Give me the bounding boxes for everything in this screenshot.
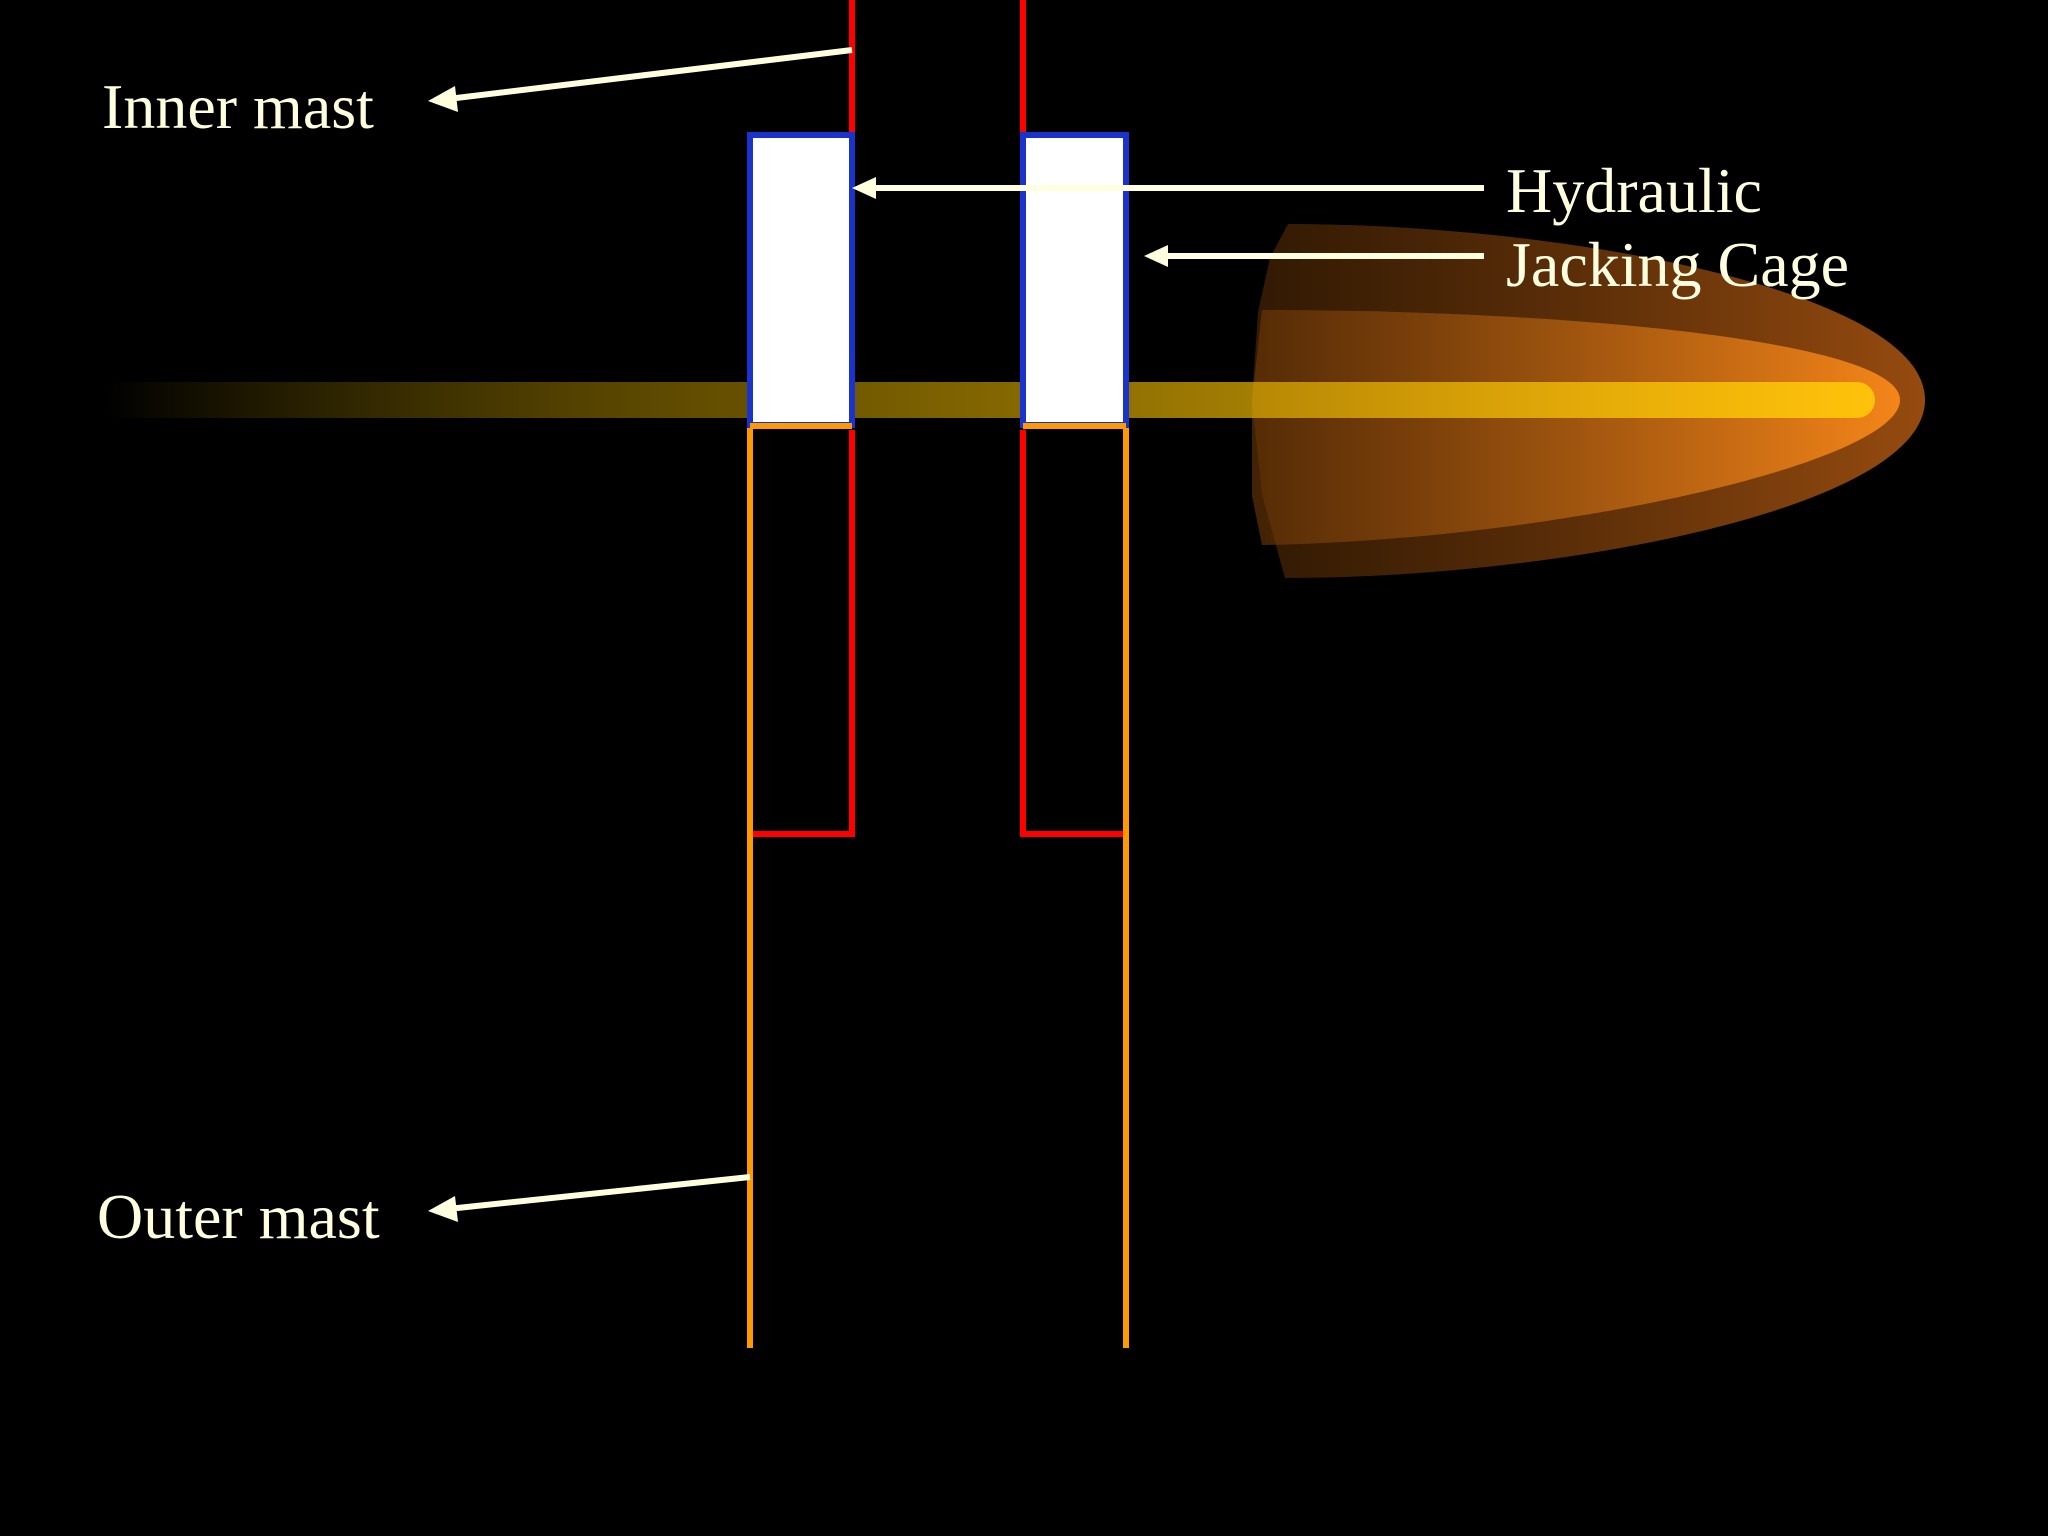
- arrowhead-outer-mast: [428, 1196, 458, 1222]
- flame-inner: [1252, 310, 1900, 545]
- arrowhead-hydraulic: [852, 177, 876, 199]
- label-hydraulic-line2: Jacking Cage: [1506, 228, 1849, 300]
- glow-beam: [105, 382, 1875, 418]
- label-hydraulic-jacking-cage: Hydraulic Jacking Cage: [1506, 154, 1849, 301]
- arrow-outer-mast: [447, 1174, 751, 1212]
- inner-mast-left-lower: [752, 430, 855, 837]
- arrow-inner-mast: [447, 47, 853, 102]
- label-outer-mast: Outer mast: [97, 1181, 380, 1252]
- arrowhead-inner-mast: [428, 86, 458, 112]
- jacking-cage-right: [1020, 132, 1129, 428]
- inner-mast-right-lower: [1020, 430, 1124, 837]
- label-hydraulic-line1: Hydraulic: [1506, 155, 1762, 226]
- label-inner-mast: Inner mast: [102, 71, 374, 142]
- arrowhead-jacking-cage: [1144, 245, 1168, 267]
- jacking-cage-left: [747, 132, 855, 428]
